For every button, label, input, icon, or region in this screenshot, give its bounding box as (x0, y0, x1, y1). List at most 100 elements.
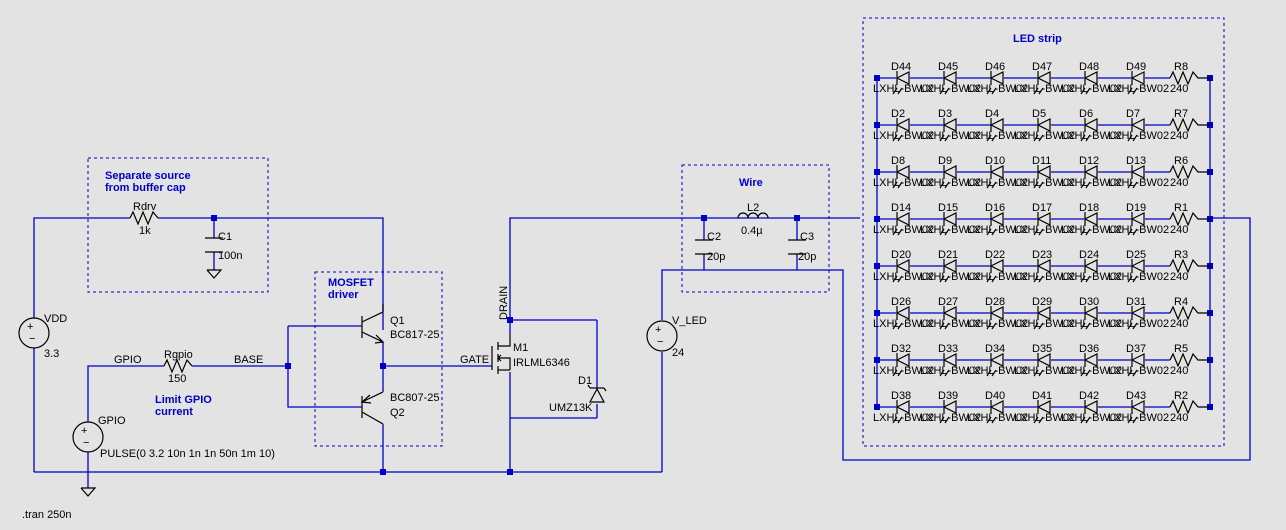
led-body-bg (1037, 353, 1051, 367)
gpio-value: PULSE(0 3.2 10n 1n 1n 50n 1m 10) (100, 448, 275, 460)
led-row-resistor (1169, 305, 1210, 321)
m1-mosfet: M1 IRLML6346 (491, 334, 570, 374)
rdrv-value: 1k (139, 225, 151, 237)
junction (874, 169, 880, 175)
led-diode-icon (1083, 400, 1098, 414)
led-emission-icon (986, 228, 997, 236)
led-emission-icon (1033, 275, 1044, 283)
led-model: LXHL-BW02 (1014, 412, 1075, 424)
led-name: D3 (938, 108, 952, 120)
limit-gpio-note-1: Limit GPIO (155, 394, 212, 406)
led-model: LXHL-BW02 (1108, 83, 1169, 95)
led-body-bg (896, 306, 910, 320)
led-diode-icon (895, 306, 910, 320)
led-emission-icon (1127, 322, 1138, 330)
mosfet-note-2: driver (328, 289, 359, 301)
led-emission-icon (1080, 181, 1091, 189)
led-diode-icon (942, 400, 957, 414)
led-name: D38 (891, 390, 911, 402)
m1-name: M1 (513, 342, 528, 354)
led-name: D17 (1032, 202, 1052, 214)
led-row-resistor (1169, 211, 1210, 227)
gpio-name: GPIO (98, 415, 126, 427)
led-row-resistor (1169, 258, 1210, 274)
led-diode-icon (895, 259, 910, 273)
led-body-bg (1084, 306, 1098, 320)
led-name: D5 (1032, 108, 1046, 120)
led-body-bg (943, 306, 957, 320)
resistor-value: 240 (1170, 224, 1188, 236)
led-model: LXHL-BW02 (1108, 271, 1169, 283)
rgpio-resistor: Rgpio 150 (163, 349, 193, 385)
led-model: LXHL-BW02 (873, 130, 934, 142)
led-strip-rows: D44LXHL-BW02D45LXHL-BW02D46LXHL-BW02D47L… (873, 61, 1213, 424)
led-name: D6 (1079, 108, 1093, 120)
led-model: LXHL-BW02 (1014, 83, 1075, 95)
junction (874, 216, 880, 222)
junction (874, 263, 880, 269)
resistor-name: R5 (1174, 343, 1188, 355)
led-name: D44 (891, 61, 911, 73)
resistor-value: 240 (1170, 177, 1188, 189)
led-body-bg (1131, 353, 1145, 367)
led-diode-icon (1036, 400, 1051, 414)
resistor-name: R1 (1174, 202, 1188, 214)
led-model: LXHL-BW02 (1061, 177, 1122, 189)
led-model: LXHL-BW02 (967, 83, 1028, 95)
c2-name: C2 (707, 231, 721, 243)
led-model: LXHL-BW02 (1108, 130, 1169, 142)
led-diode-icon (989, 306, 1004, 320)
led-diode-icon (895, 400, 910, 414)
junction (874, 75, 880, 81)
resistor-name: R4 (1174, 296, 1188, 308)
led-diode-icon (989, 71, 1004, 85)
led-body-bg (1037, 118, 1051, 132)
led-body-bg (1084, 118, 1098, 132)
led-name: D26 (891, 296, 911, 308)
resistor-value: 240 (1170, 365, 1188, 377)
led-model: LXHL-BW02 (920, 365, 981, 377)
svg-text:−: − (83, 437, 89, 449)
led-emission-icon (1127, 134, 1138, 142)
led-diode-icon (989, 165, 1004, 179)
led-model: LXHL-BW02 (920, 224, 981, 236)
led-body-bg (990, 259, 1004, 273)
svg-text:+: + (81, 425, 87, 437)
led-emission-icon (1033, 87, 1044, 95)
wire-model: L2 0.4µ C2 20p C3 20p (695, 202, 816, 263)
led-emission-icon (939, 87, 950, 95)
resistor-name: R6 (1174, 155, 1188, 167)
q1-value: BC817-25 (390, 329, 440, 341)
led-body-bg (1037, 71, 1051, 85)
led-emission-icon (986, 181, 997, 189)
led-body-bg (943, 259, 957, 273)
led-diode-icon (989, 400, 1004, 414)
led-body-bg (1131, 118, 1145, 132)
led-emission-icon (892, 369, 903, 377)
led-body-bg (990, 306, 1004, 320)
led-body-bg (990, 71, 1004, 85)
led-model: LXHL-BW02 (967, 412, 1028, 424)
led-model: LXHL-BW02 (967, 130, 1028, 142)
led-body-bg (896, 118, 910, 132)
led-model: LXHL-BW02 (873, 271, 934, 283)
led-model: LXHL-BW02 (1014, 365, 1075, 377)
led-body-bg (943, 165, 957, 179)
led-name: D8 (891, 155, 905, 167)
q1-transistor: Q1 BC817-25 (361, 304, 440, 344)
led-model: LXHL-BW02 (873, 412, 934, 424)
led-name: D20 (891, 249, 911, 261)
led-model: LXHL-BW02 (920, 412, 981, 424)
led-body-bg (896, 165, 910, 179)
led-model: LXHL-BW02 (1014, 224, 1075, 236)
led-model: LXHL-BW02 (920, 318, 981, 330)
led-diode-icon (1083, 212, 1098, 226)
led-name: D42 (1079, 390, 1099, 402)
led-diode-icon (942, 212, 957, 226)
led-name: D16 (985, 202, 1005, 214)
led-diode-icon (1130, 306, 1145, 320)
led-name: D12 (1079, 155, 1099, 167)
led-name: D19 (1126, 202, 1146, 214)
led-emission-icon (1127, 275, 1138, 283)
led-diode-icon (1130, 165, 1145, 179)
